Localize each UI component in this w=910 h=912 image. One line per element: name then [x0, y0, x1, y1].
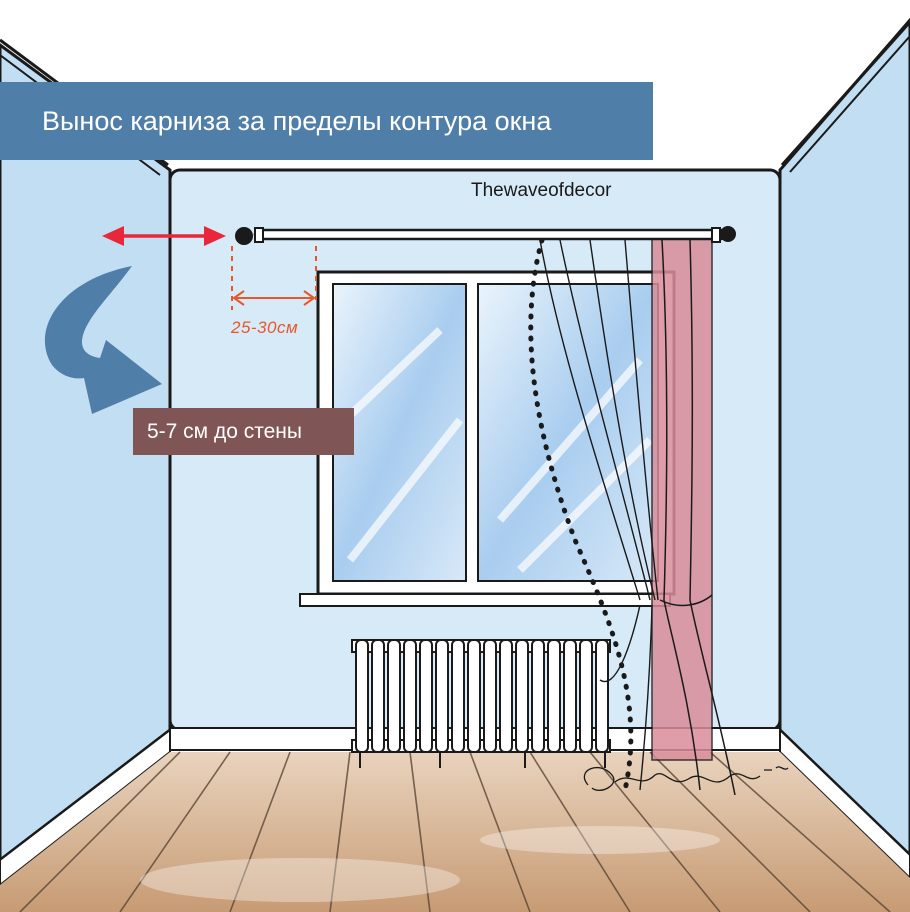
sheer-curtain: [539, 239, 659, 791]
radiator-icon: [351, 639, 611, 768]
curved-arrow-icon: [44, 266, 162, 414]
window: [299, 270, 676, 607]
title-banner: Вынос карниза за пределы контура окна: [0, 82, 653, 160]
signature-icon: [583, 766, 789, 791]
double-arrow-icon: [102, 226, 226, 246]
rod-overhang-label: 25-30см: [231, 318, 299, 337]
overhang-measure: [231, 246, 317, 310]
window-sill: [299, 593, 671, 607]
curtain-rod-icon: [235, 226, 736, 245]
floor: [0, 752, 910, 912]
watermark: Thewaveofdecor: [471, 180, 612, 201]
wall-distance-badge: 5-7 см до стены: [133, 408, 354, 455]
